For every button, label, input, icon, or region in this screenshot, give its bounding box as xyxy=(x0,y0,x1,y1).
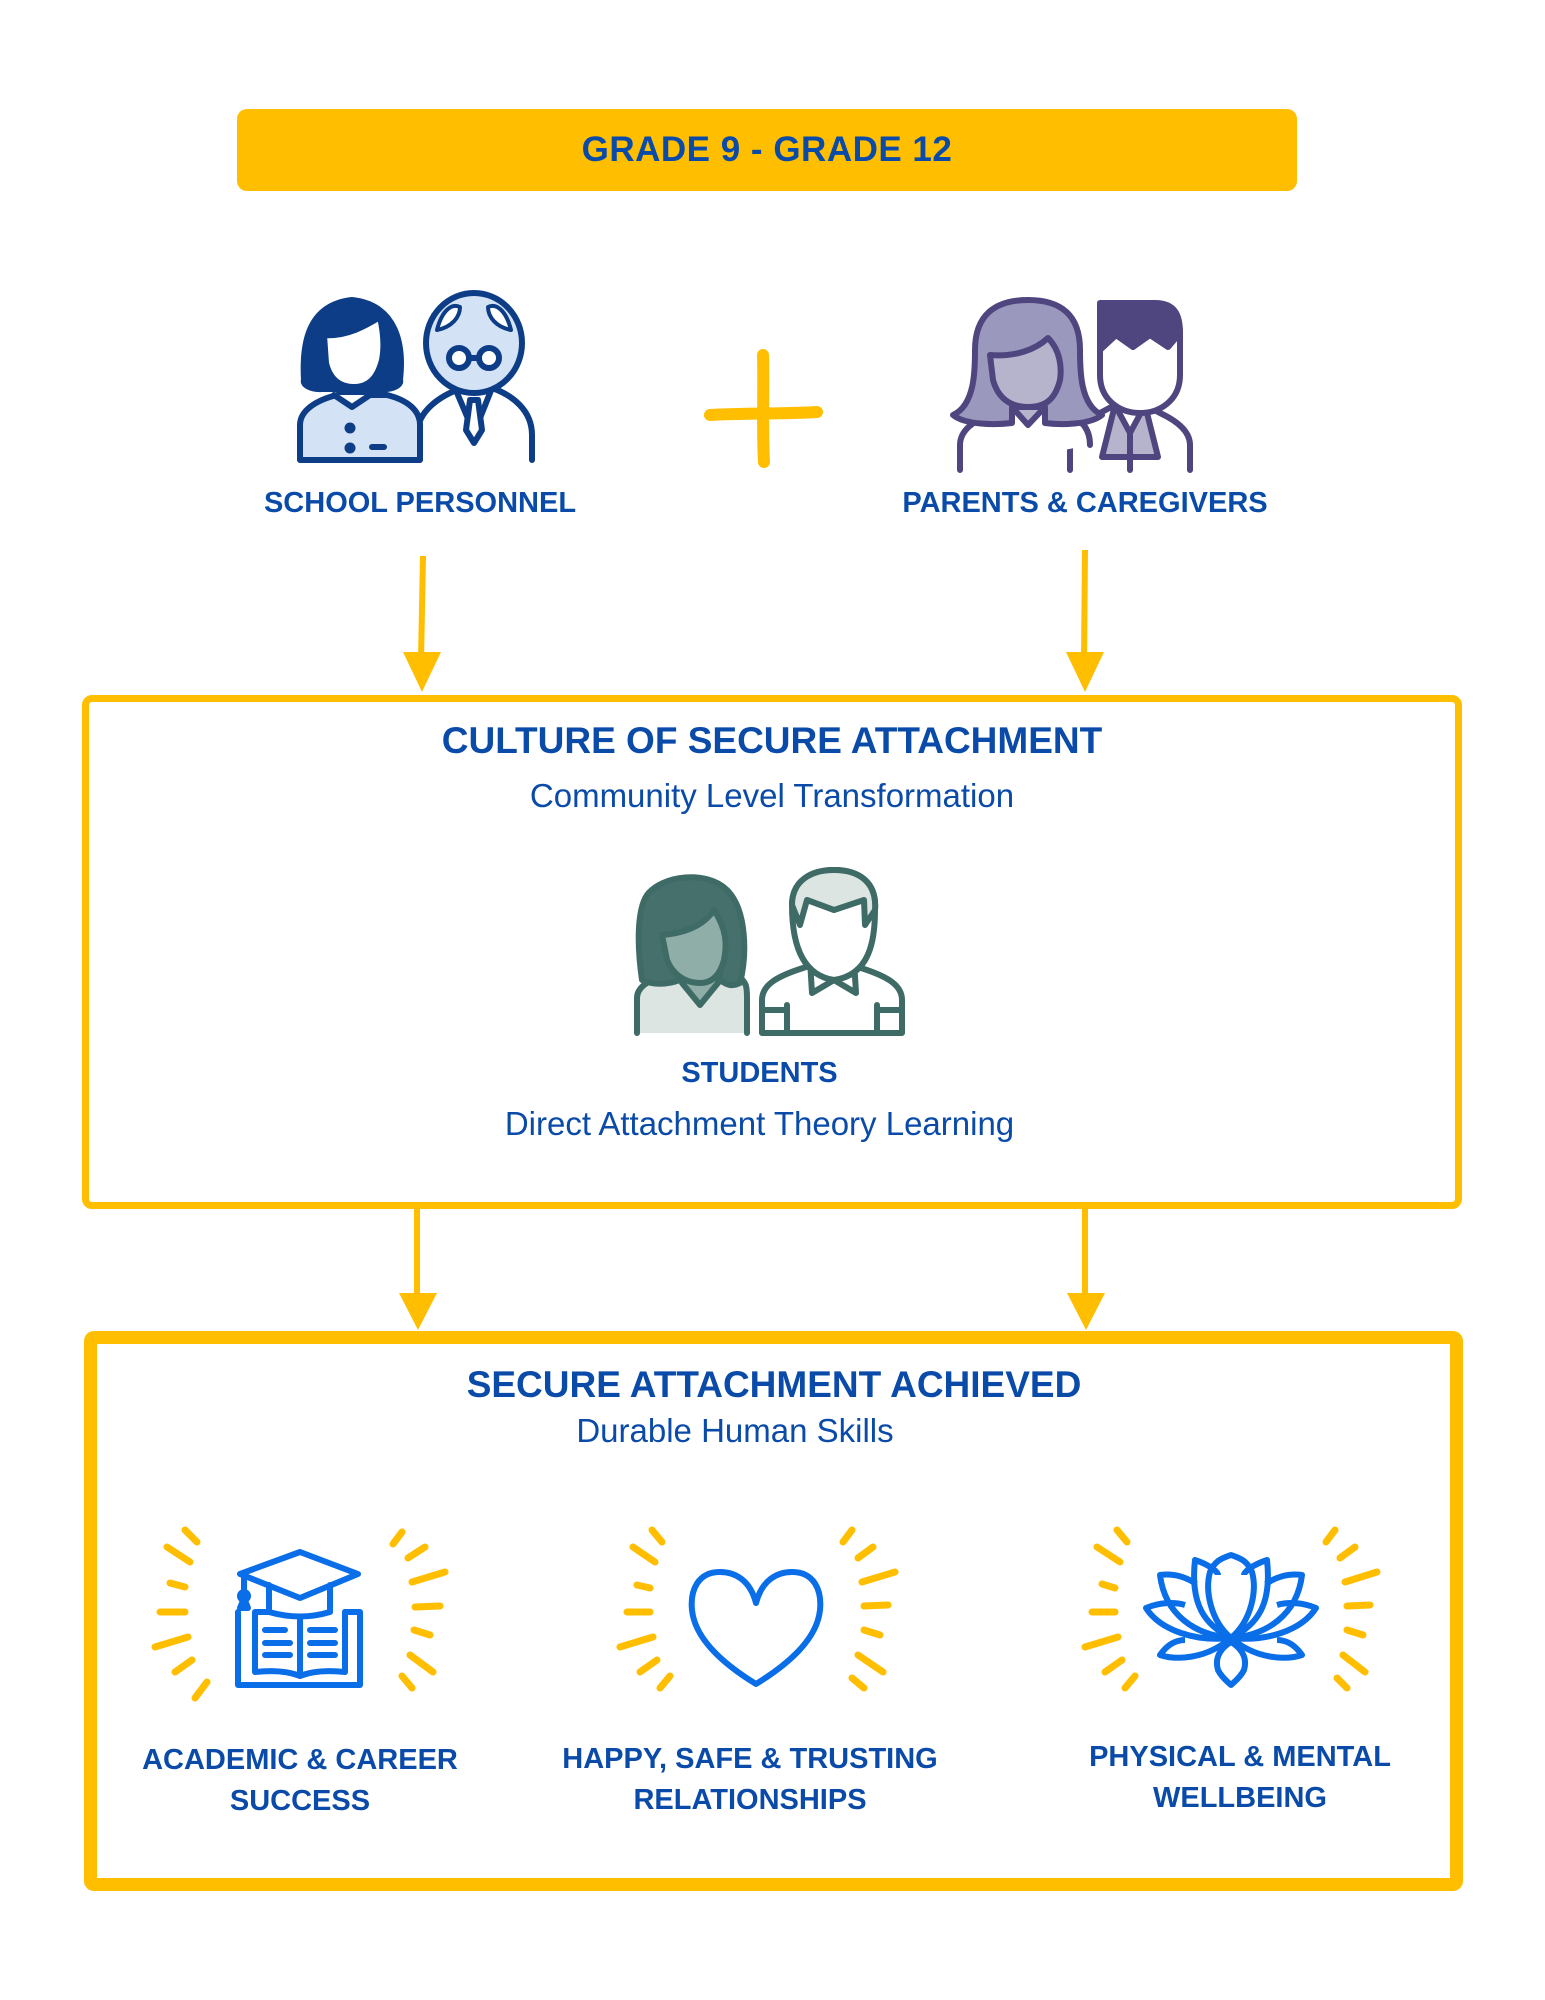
parents-icon xyxy=(950,297,1193,473)
students-icon xyxy=(634,867,905,1036)
school-personnel-label: SCHOOL PERSONNEL xyxy=(263,487,577,519)
lotus-icon xyxy=(1081,1526,1381,1692)
graduation-book-icon xyxy=(151,1526,449,1702)
sparkle-rays-icon xyxy=(1081,1526,1381,1692)
culture-box xyxy=(82,695,1462,1209)
outcome-wellbeing: PHYSICAL & MENTAL WELLBEING xyxy=(1040,1737,1440,1819)
outcome-relationships: HAPPY, SAFE & TRUSTING RELATIONSHIPS xyxy=(530,1739,970,1821)
sparkle-rays-icon xyxy=(616,1526,899,1692)
students-label: STUDENTS xyxy=(681,1057,838,1089)
outcome-title: SECURE ATTACHMENT ACHIEVED xyxy=(466,1364,1082,1405)
arrow-culture-to-outcomes-left xyxy=(399,1208,437,1330)
outcome-relationships-line2: RELATIONSHIPS xyxy=(633,1784,867,1816)
outcome-academic: ACADEMIC & CAREER SUCCESS xyxy=(105,1740,495,1822)
heart-icon xyxy=(616,1526,899,1692)
grade-range-banner: GRADE 9 - GRADE 12 xyxy=(237,109,1297,191)
sparkle-rays-icon xyxy=(151,1526,449,1702)
parents-caregivers-label: PARENTS & CAREGIVERS xyxy=(902,487,1268,519)
arrow-parents-to-culture xyxy=(1066,549,1104,692)
outcome-academic-line2: SUCCESS xyxy=(229,1785,371,1817)
plus-icon xyxy=(704,349,823,468)
outcome-relationships-line1: HAPPY, SAFE & TRUSTING xyxy=(562,1743,938,1775)
outcome-academic-line1: ACADEMIC & CAREER xyxy=(142,1744,458,1776)
outcome-wellbeing-line1: PHYSICAL & MENTAL xyxy=(1089,1741,1391,1773)
culture-subtitle: Community Level Transformation xyxy=(529,777,1015,814)
students-subtitle: Direct Attachment Theory Learning xyxy=(504,1105,1015,1142)
outcome-subtitle: Durable Human Skills xyxy=(576,1412,894,1449)
culture-title: CULTURE OF SECURE ATTACHMENT xyxy=(441,720,1103,761)
arrow-school-to-culture xyxy=(403,555,441,692)
outcome-wellbeing-line2: WELLBEING xyxy=(1153,1782,1327,1814)
outcome-box xyxy=(84,1331,1463,1891)
teachers-icon xyxy=(297,290,535,463)
grade-range-text: GRADE 9 - GRADE 12 xyxy=(581,130,953,169)
arrow-culture-to-outcomes-right xyxy=(1067,1208,1105,1330)
